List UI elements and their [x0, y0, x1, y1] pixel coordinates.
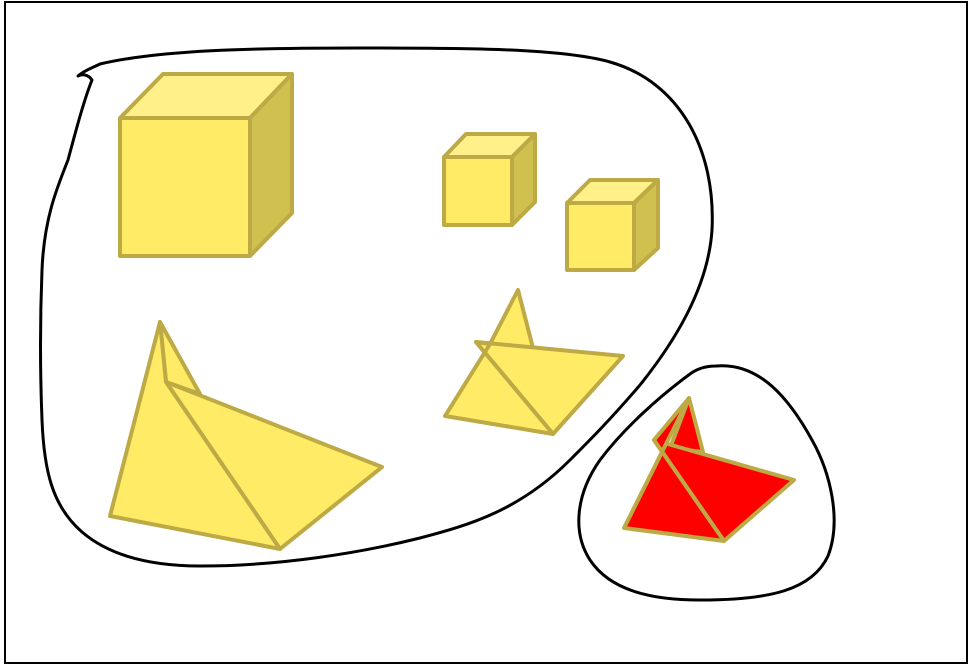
cube-small-2-front	[567, 203, 634, 270]
cube-large	[120, 74, 292, 256]
cube-small-1	[444, 134, 535, 225]
cube-large-front	[120, 118, 250, 256]
cube-small-1-front	[444, 157, 512, 225]
cube-small-2	[567, 180, 658, 270]
